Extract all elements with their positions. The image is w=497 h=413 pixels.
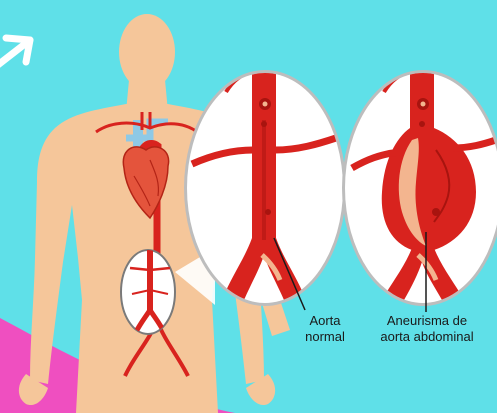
normal-aorta-label-line2: normal <box>290 329 360 345</box>
normal-aorta-label-line1: Aorta <box>290 313 360 329</box>
aneurysm-label-line1: Aneurisma de <box>362 313 492 329</box>
aneurysm-label-line2: aorta abdominal <box>362 329 492 345</box>
aneurysm-aorta-inset <box>342 60 497 312</box>
normal-aorta-label: Aorta normal <box>290 313 360 345</box>
arrow-icon <box>0 38 30 68</box>
aneurysm-label: Aneurisma de aorta abdominal <box>362 313 492 345</box>
